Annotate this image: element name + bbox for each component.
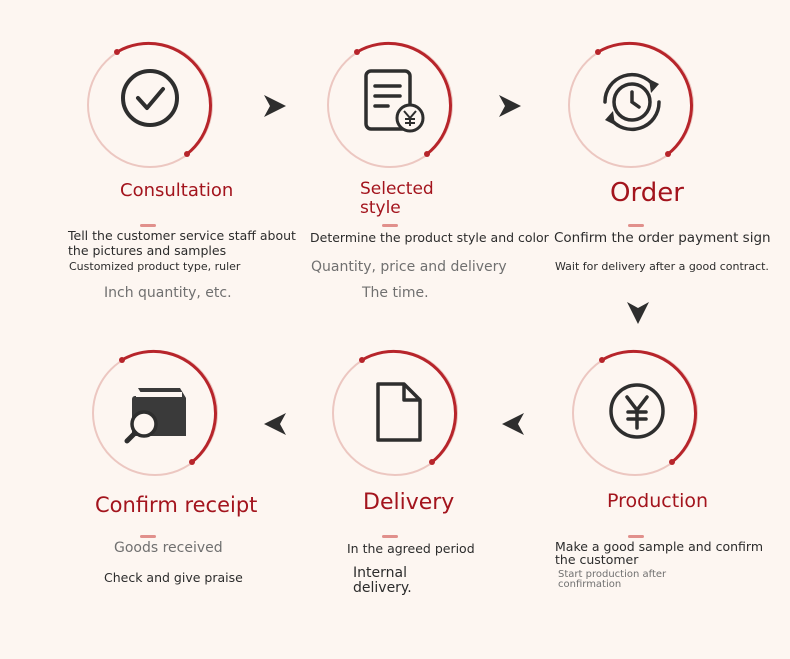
step-description: Start production after confirmation [558, 569, 667, 590]
step-title: Consultation [120, 180, 234, 201]
document-icon [376, 382, 422, 442]
step-description: Quantity, price and delivery [311, 259, 507, 275]
step-title: Production [607, 490, 709, 512]
separator-bar [140, 224, 156, 227]
yen-coin-icon [609, 383, 665, 439]
clock-cycle-icon [603, 72, 661, 132]
progress-ring [87, 41, 213, 168]
progress-ring [568, 41, 694, 168]
invoice-yen-icon [364, 69, 425, 133]
box-magnifier-icon [124, 388, 186, 444]
step-description: Check and give praise [104, 570, 243, 585]
arrow-down-icon [627, 302, 649, 324]
separator-bar [140, 535, 156, 538]
step-title: Confirm receipt [95, 493, 258, 517]
step-description: Determine the product style and color [310, 230, 549, 245]
step-description: Tell the customer service staff about th… [68, 228, 296, 258]
step-description: Inch quantity, etc. [104, 285, 232, 301]
separator-bar [382, 224, 398, 227]
arrow-left-icon [264, 413, 286, 435]
step-description: Make a good sample and confirm the custo… [555, 539, 763, 568]
step-description: Wait for delivery after a good contract. [555, 260, 769, 273]
check-circle-icon [121, 69, 179, 127]
step-title: Order [610, 178, 684, 208]
separator-bar [628, 224, 644, 227]
arrow-right-icon [499, 95, 521, 117]
arrow-left-icon [502, 413, 524, 435]
arrow-right-icon [264, 95, 286, 117]
step-description: The time. [362, 285, 429, 301]
separator-bar [628, 535, 644, 538]
step-title: Selected style [360, 179, 434, 218]
step-description: Confirm the order payment sign [554, 230, 771, 246]
step-title: Delivery [363, 490, 455, 515]
progress-ring [572, 349, 698, 476]
separator-bar [382, 535, 398, 538]
step-description: Internal delivery. [353, 565, 412, 596]
step-description: In the agreed period [347, 541, 475, 556]
progress-ring [332, 349, 458, 476]
step-description: Customized product type, ruler [69, 260, 241, 273]
step-description: Goods received [114, 540, 223, 556]
progress-ring [92, 349, 218, 476]
progress-ring [327, 41, 453, 168]
